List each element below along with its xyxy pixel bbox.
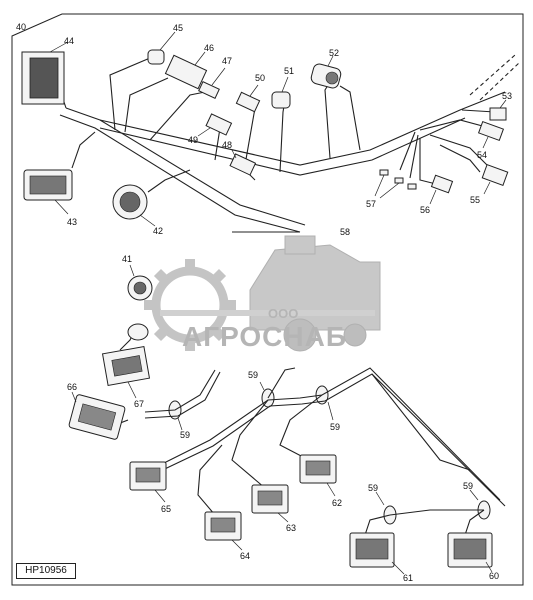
callout-61: 61 (403, 573, 413, 583)
callout-43: 43 (67, 217, 77, 227)
connector-53 (489, 99, 507, 121)
callout-56: 56 (420, 205, 430, 215)
connector-64 (204, 511, 243, 551)
connector-61 (349, 532, 405, 575)
connector-47 (198, 67, 226, 99)
sensor-harness-bottom (114, 329, 506, 536)
callout-45: 45 (173, 23, 183, 33)
callout-48: 48 (222, 140, 232, 150)
connector-55 (481, 164, 509, 195)
diagram-frame (11, 13, 524, 586)
callout-59c: 59 (330, 422, 340, 432)
callout-50: 50 (255, 73, 265, 83)
connector-63 (251, 484, 289, 523)
sensor-41 (127, 264, 153, 301)
callout-62: 62 (332, 498, 342, 508)
watermark-name: АГРОСНАБ (182, 321, 347, 352)
callout-44: 44 (64, 36, 74, 46)
callout-59a: 59 (180, 430, 190, 440)
callout-41: 41 (122, 254, 132, 264)
grommet-59d (375, 491, 397, 525)
terminals-57 (374, 169, 417, 199)
callout-55: 55 (470, 195, 480, 205)
connector-66 (68, 391, 126, 440)
connector-52 (310, 55, 342, 89)
callout-66: 66 (67, 382, 77, 392)
callout-54: 54 (477, 150, 487, 160)
callout-40: 40 (16, 22, 26, 32)
callout-42: 42 (153, 226, 163, 236)
callout-59e: 59 (463, 481, 473, 491)
callout-59b: 59 (248, 370, 258, 380)
callout-47: 47 (222, 56, 232, 66)
callout-60: 60 (489, 571, 499, 581)
callout-64: 64 (240, 551, 250, 561)
connector-51 (271, 76, 291, 109)
grommet-59c (315, 385, 334, 421)
watermark-prefix: ООО (268, 306, 298, 321)
callout-59d: 59 (368, 483, 378, 493)
connector-42 (112, 184, 156, 227)
callout-67: 67 (134, 399, 144, 409)
watermark: ООО АГРОСНАБ (144, 235, 381, 352)
gear-icon (144, 259, 236, 351)
main-harness-top (59, 54, 521, 233)
harvester-icon (249, 235, 381, 352)
connector-54 (477, 120, 505, 149)
connector-67 (101, 346, 151, 399)
grommet-59b (259, 381, 275, 408)
connector-56 (429, 174, 454, 205)
grommet-upper (127, 323, 149, 341)
callout-65: 65 (161, 504, 171, 514)
connector-43 (23, 169, 73, 215)
connector-49 (197, 113, 233, 137)
callout-labels: 40 44 45 46 47 52 51 50 53 49 48 54 57 5… (16, 22, 512, 583)
drawing-id-label: HP10956 (16, 563, 76, 579)
callout-46: 46 (204, 43, 214, 53)
connector-60 (447, 532, 493, 573)
connector-62 (299, 454, 337, 497)
callout-52: 52 (329, 48, 339, 58)
connector-46 (164, 51, 208, 90)
callout-58: 58 (340, 227, 350, 237)
grommet-59a (168, 400, 183, 431)
callout-63: 63 (286, 523, 296, 533)
callout-57: 57 (366, 199, 376, 209)
callout-49: 49 (188, 135, 198, 145)
grommet-59e (469, 489, 491, 520)
connector-65 (129, 461, 167, 503)
connector-50 (235, 84, 261, 113)
plug-45 (147, 31, 176, 65)
connector-44 (21, 41, 69, 105)
connector-48 (229, 149, 257, 176)
callout-53: 53 (502, 91, 512, 101)
callout-51: 51 (284, 66, 294, 76)
